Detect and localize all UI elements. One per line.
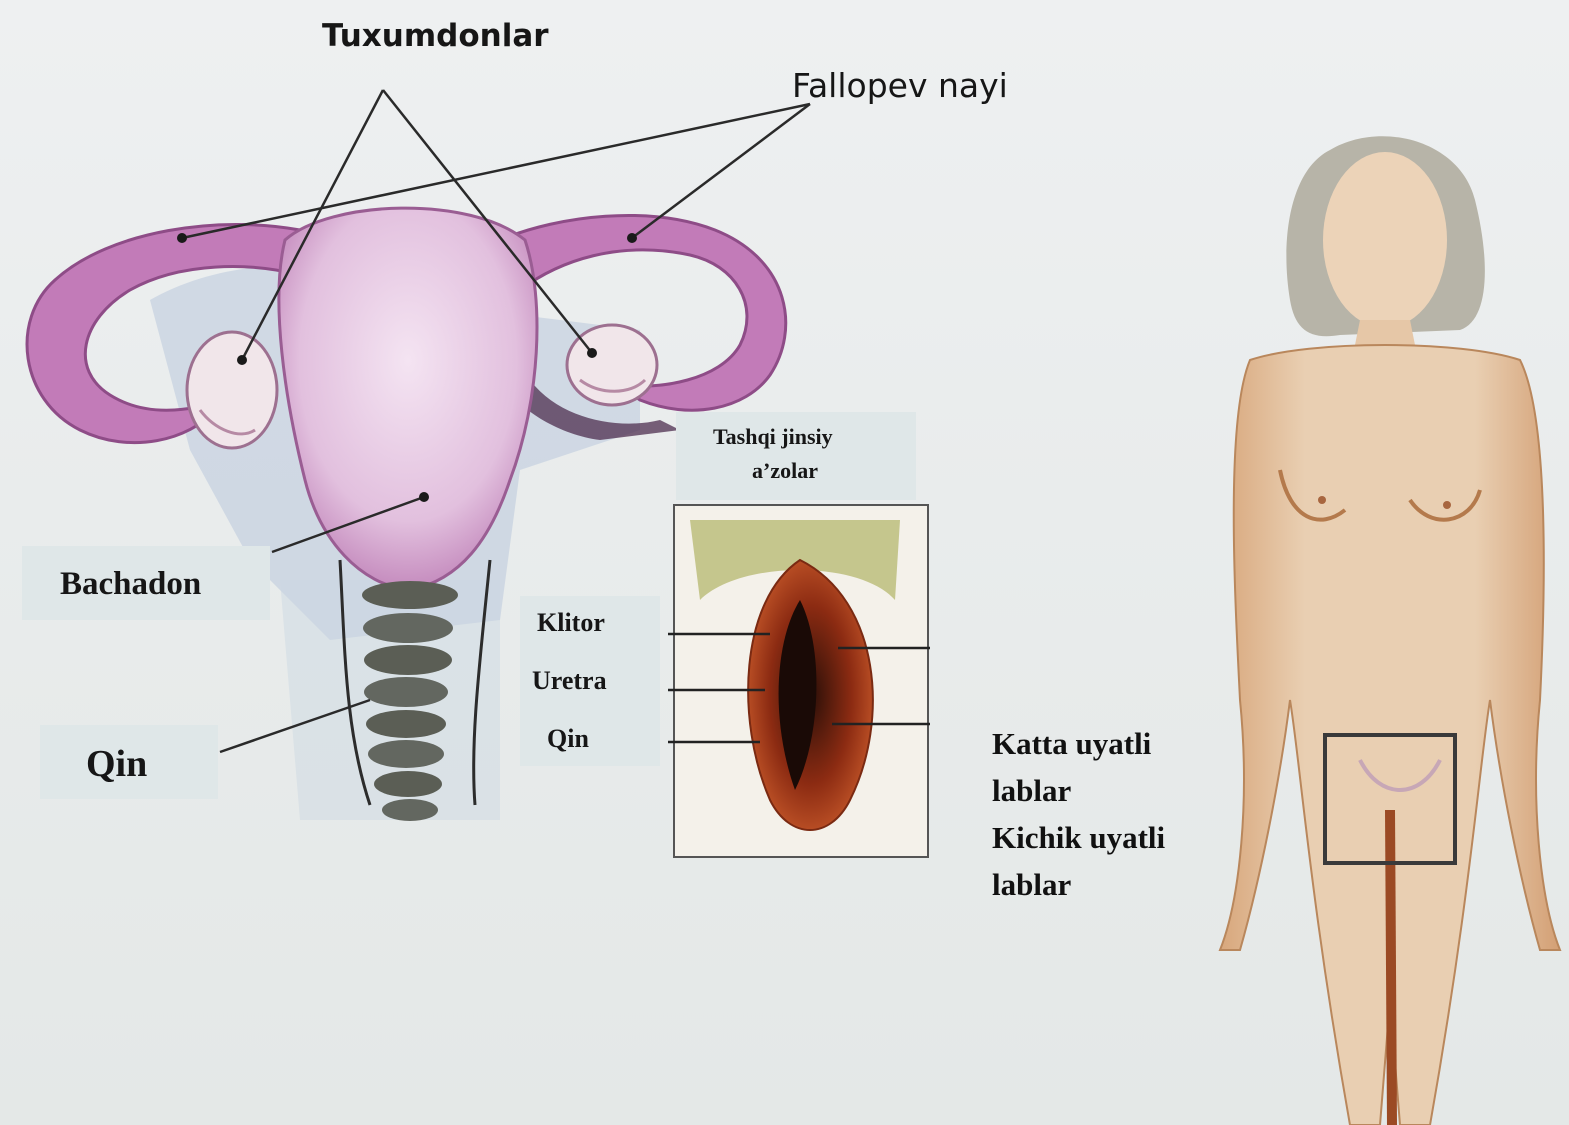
label-katta-line2: lablar xyxy=(992,767,1165,814)
labia-labels: Katta uyatli lablar Kichik uyatli lablar xyxy=(992,720,1165,908)
label-fallopev-nayi: Fallopev nayi xyxy=(792,66,1008,105)
label-tashqi-line1: Tashqi jinsiy xyxy=(713,424,833,450)
label-tashqi-line2: a’zolar xyxy=(752,458,818,484)
label-tuxumdonlar: Tuxumdonlar xyxy=(322,18,549,54)
label-qin-small: Qin xyxy=(547,724,589,754)
external-genitalia-inset xyxy=(674,505,928,857)
label-kichik-line1: Kichik uyatli xyxy=(992,814,1165,861)
label-qin: Qin xyxy=(86,742,147,786)
female-figure xyxy=(1220,136,1560,1125)
label-bachadon: Bachadon xyxy=(60,566,201,603)
label-katta-line1: Katta uyatli xyxy=(992,720,1165,767)
label-kichik-line2: lablar xyxy=(992,861,1165,908)
label-klitor: Klitor xyxy=(537,608,605,638)
label-uretra: Uretra xyxy=(532,666,607,696)
left-ovary xyxy=(187,332,277,448)
